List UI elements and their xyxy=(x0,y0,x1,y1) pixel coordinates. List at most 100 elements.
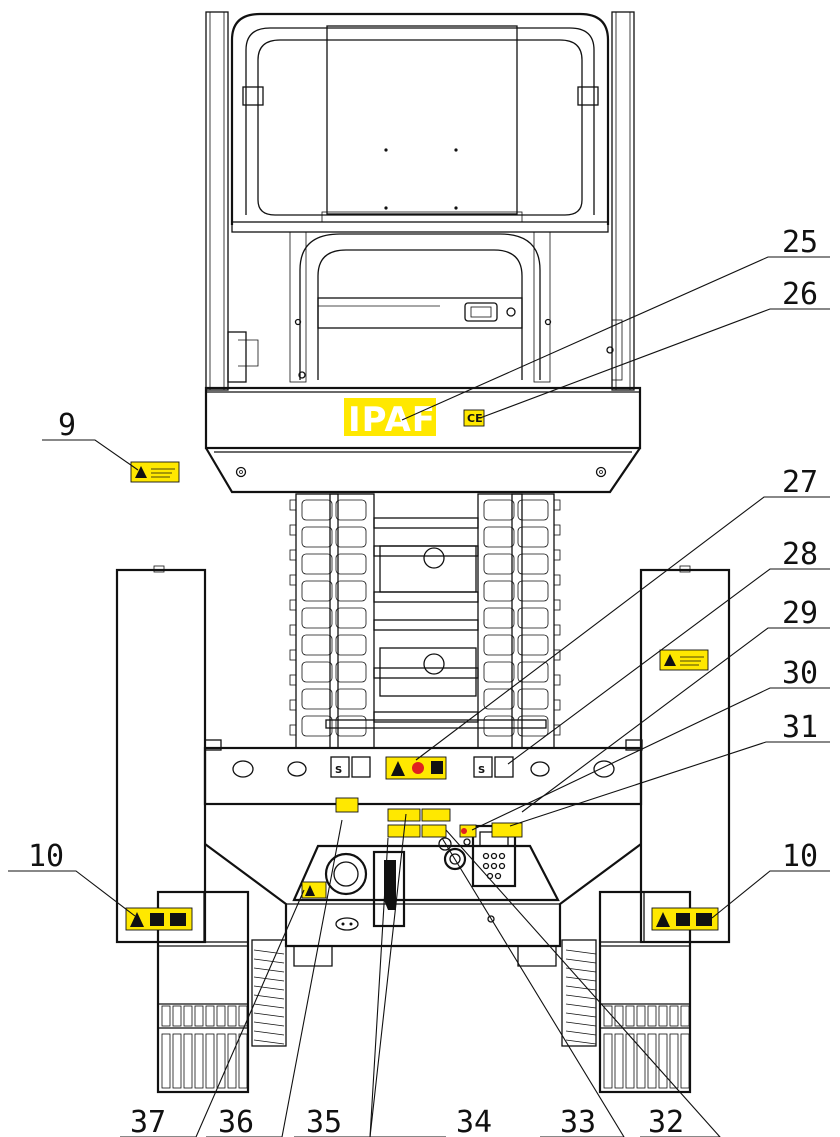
scissor-link xyxy=(301,499,333,521)
scissor-stud xyxy=(289,499,297,511)
scissor-beam xyxy=(373,517,479,529)
svg-text:S: S xyxy=(478,765,485,776)
scissor-link xyxy=(335,661,367,683)
decal-10-left xyxy=(125,907,193,931)
scissor-link xyxy=(517,688,549,710)
track-shoe xyxy=(227,1005,237,1027)
scissor-stud xyxy=(553,524,561,536)
scissor-stack xyxy=(289,493,561,749)
track-shoe xyxy=(603,1033,613,1089)
scissor-link xyxy=(301,661,333,683)
sprocket-tooth xyxy=(565,1003,597,1009)
scissor-pin xyxy=(423,653,445,675)
scissor-link xyxy=(335,607,367,629)
track-shoe xyxy=(172,1033,182,1089)
track-shoe xyxy=(625,1033,635,1089)
scissor-link xyxy=(301,553,333,575)
ce-text: CE xyxy=(467,412,483,425)
sprocket-tooth xyxy=(565,1030,597,1036)
scissor-link xyxy=(483,499,515,521)
scissor-link xyxy=(301,526,333,548)
scissor-link xyxy=(517,499,549,521)
scissor-link xyxy=(483,661,515,683)
track-shoe xyxy=(183,1005,193,1027)
scissor-link xyxy=(335,715,367,737)
scissor-link xyxy=(301,580,333,602)
scissor-link xyxy=(335,688,367,710)
track-shoe xyxy=(216,1005,226,1027)
sprocket-tooth xyxy=(253,1003,285,1009)
scissor-link xyxy=(301,634,333,656)
sprocket-tooth xyxy=(565,958,597,964)
scissor-link xyxy=(483,526,515,548)
scissor-stud xyxy=(289,524,297,536)
track-shoe xyxy=(680,1005,690,1027)
scissor-column xyxy=(329,493,375,749)
scissor-stud xyxy=(289,599,297,611)
track-shoe xyxy=(194,1033,204,1089)
scissor-stud xyxy=(289,724,297,736)
sprocket-tooth xyxy=(565,967,597,973)
scissor-link xyxy=(301,715,333,737)
scissor-link xyxy=(483,715,515,737)
track-treads xyxy=(161,949,690,1089)
callout-34: 34 xyxy=(456,1105,492,1137)
scissor-link xyxy=(335,526,367,548)
sprocket-tooth xyxy=(565,985,597,991)
scissor-beam xyxy=(373,711,479,723)
sprocket-tooth xyxy=(253,994,285,1000)
sprocket-tooth xyxy=(253,1021,285,1027)
scissor-pin xyxy=(423,547,445,569)
track-shoe xyxy=(172,1005,182,1027)
decal-10-right xyxy=(651,907,719,931)
sprocket-tooth xyxy=(253,976,285,982)
track-shoe xyxy=(636,1033,646,1089)
sprocket-tooth xyxy=(565,994,597,1000)
scissor-link xyxy=(335,580,367,602)
track-shoe xyxy=(238,1033,248,1089)
track-shoe xyxy=(625,1005,635,1027)
sprocket-tooth xyxy=(253,949,285,955)
scissor-link xyxy=(483,607,515,629)
right-track xyxy=(561,890,692,1094)
scissor-stud xyxy=(289,574,297,586)
track-shoe xyxy=(614,1033,624,1089)
chassis: S S xyxy=(203,739,643,967)
scissor-link xyxy=(483,580,515,602)
scissor-link xyxy=(335,553,367,575)
track-shoe xyxy=(636,1005,646,1027)
callout-25: 25 xyxy=(782,225,818,260)
scissor-link xyxy=(517,607,549,629)
track-shoe xyxy=(669,1033,679,1089)
callout-31: 31 xyxy=(782,710,818,745)
callout-10-right: 10 xyxy=(782,839,818,874)
scissor-link xyxy=(483,553,515,575)
callout-10-left: 10 xyxy=(28,839,64,874)
sprocket-tooth xyxy=(253,958,285,964)
callout-35: 35 xyxy=(306,1105,342,1137)
platform-deck xyxy=(204,386,642,494)
scissor-link xyxy=(517,661,549,683)
scissor-column xyxy=(477,493,523,749)
track-shoe xyxy=(227,1033,237,1089)
track-shoe xyxy=(669,1005,679,1027)
sprocket-tooth xyxy=(253,1012,285,1018)
leader-lines xyxy=(8,256,830,1137)
scissor-stud xyxy=(289,549,297,561)
track-shoe xyxy=(216,1033,226,1089)
platform-guardrail xyxy=(205,11,635,391)
track-shoe xyxy=(161,1005,171,1027)
scissor-stud xyxy=(553,499,561,511)
scissor-link xyxy=(517,553,549,575)
track-shoe xyxy=(183,1033,193,1089)
scissor-stud xyxy=(289,674,297,686)
sprocket-tooth xyxy=(565,949,597,955)
track-shoe xyxy=(238,1005,248,1027)
sprocket-tooth xyxy=(253,1030,285,1036)
scissor-link xyxy=(301,607,333,629)
scissor-center-block xyxy=(379,647,477,697)
scissor-stud xyxy=(289,649,297,661)
svg-text:S: S xyxy=(335,765,342,776)
scissor-stud xyxy=(553,549,561,561)
scissor-beam xyxy=(325,719,547,729)
